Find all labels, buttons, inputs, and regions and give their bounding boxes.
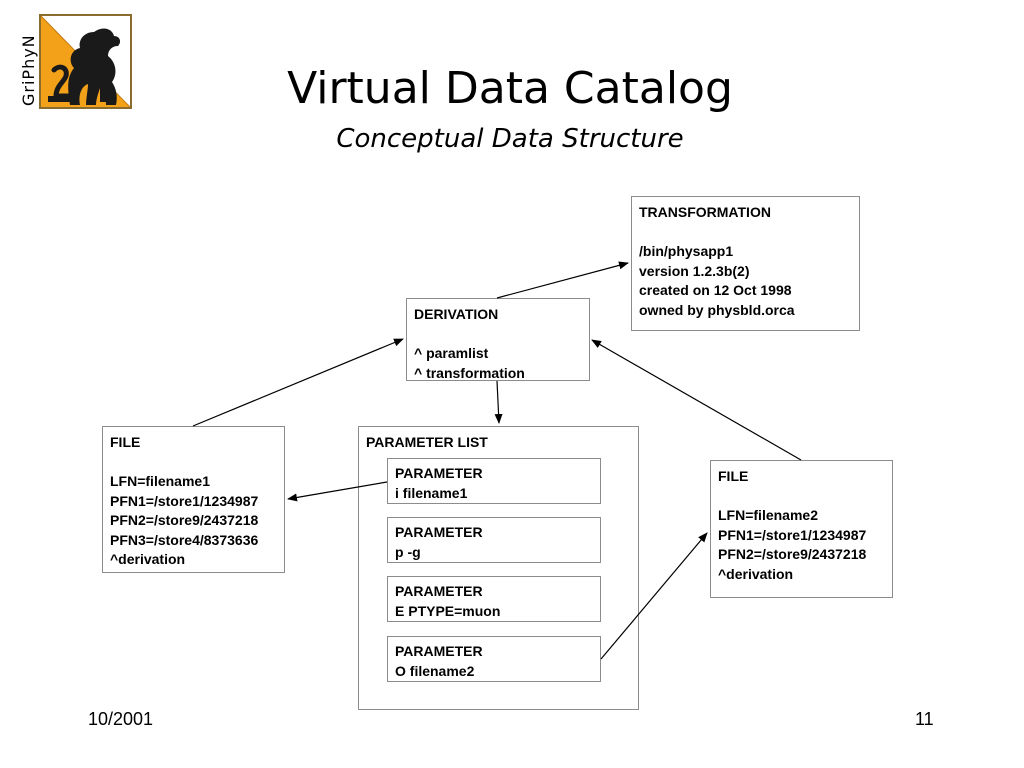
file-right-line: PFN1=/store1/1234987 bbox=[718, 526, 867, 543]
transformation-line: version 1.2.3b(2) bbox=[639, 262, 750, 279]
transformation-line: /bin/physapp1 bbox=[639, 243, 734, 259]
arrow-derivation-to-transformation bbox=[496, 261, 629, 299]
file-right-line: LFN=filename2 bbox=[718, 507, 818, 523]
file-left-title: FILE bbox=[110, 434, 141, 450]
logo-text: GriPhyN bbox=[19, 34, 38, 106]
footer-date: 10/2001 bbox=[88, 709, 154, 729]
derivation-line: ^ paramlist bbox=[414, 345, 489, 361]
parameter-name: PARAMETER bbox=[395, 524, 483, 540]
file-left-box: FILE LFN=filename1 PFN1=/store1/1234987 … bbox=[102, 426, 285, 573]
parameter-box: PARAMETER p -g bbox=[387, 517, 601, 563]
parameter-box: PARAMETER O filename2 bbox=[387, 636, 601, 682]
file-left-line: PFN1=/store1/1234987 bbox=[110, 492, 259, 509]
file-left-line: LFN=filename1 bbox=[110, 473, 210, 489]
derivation-title: DERIVATION bbox=[414, 306, 499, 322]
file-right-title: FILE bbox=[718, 468, 749, 484]
transformation-line: owned by physbld.orca bbox=[639, 301, 795, 318]
parameter-value: O filename2 bbox=[395, 662, 475, 679]
file-right-line: ^derivation bbox=[718, 565, 794, 582]
parameter-box: PARAMETER E PTYPE=muon bbox=[387, 576, 601, 622]
file-left-line: PFN2=/store9/2437218 bbox=[110, 512, 259, 528]
parameter-list-title: PARAMETER LIST bbox=[366, 434, 488, 450]
page-title: Virtual Data Catalog bbox=[287, 63, 733, 114]
parameter-value: E PTYPE=muon bbox=[395, 602, 501, 619]
file-left-line: ^derivation bbox=[110, 551, 186, 567]
page-subtitle: Conceptual Data Structure bbox=[336, 124, 684, 154]
derivation-line: ^ transformation bbox=[414, 364, 525, 381]
derivation-box: DERIVATION ^ paramlist ^ transformation bbox=[406, 298, 590, 381]
parameter-box: PARAMETER i filename1 bbox=[387, 458, 601, 504]
parameter-name: PARAMETER bbox=[395, 583, 483, 599]
parameter-value: i filename1 bbox=[395, 484, 468, 501]
parameter-value: p -g bbox=[395, 543, 421, 560]
transformation-box: TRANSFORMATION /bin/physapp1 version 1.2… bbox=[631, 196, 860, 331]
page-number: 11 bbox=[915, 709, 934, 729]
arrow-file-left-to-derivation bbox=[192, 338, 404, 427]
file-right-box: FILE LFN=filename2 PFN1=/store1/1234987 … bbox=[710, 460, 893, 598]
file-right-line: PFN2=/store9/2437218 bbox=[718, 546, 867, 562]
parameter-name: PARAMETER bbox=[395, 465, 483, 481]
transformation-line: created on 12 Oct 1998 bbox=[639, 282, 792, 298]
file-left-line: PFN3=/store4/8373636 bbox=[110, 531, 259, 548]
griphyn-logo: GriPhyN bbox=[19, 14, 132, 109]
arrow-derivation-to-parameter-list bbox=[494, 380, 503, 424]
parameter-name: PARAMETER bbox=[395, 643, 483, 659]
transformation-title: TRANSFORMATION bbox=[639, 204, 771, 220]
